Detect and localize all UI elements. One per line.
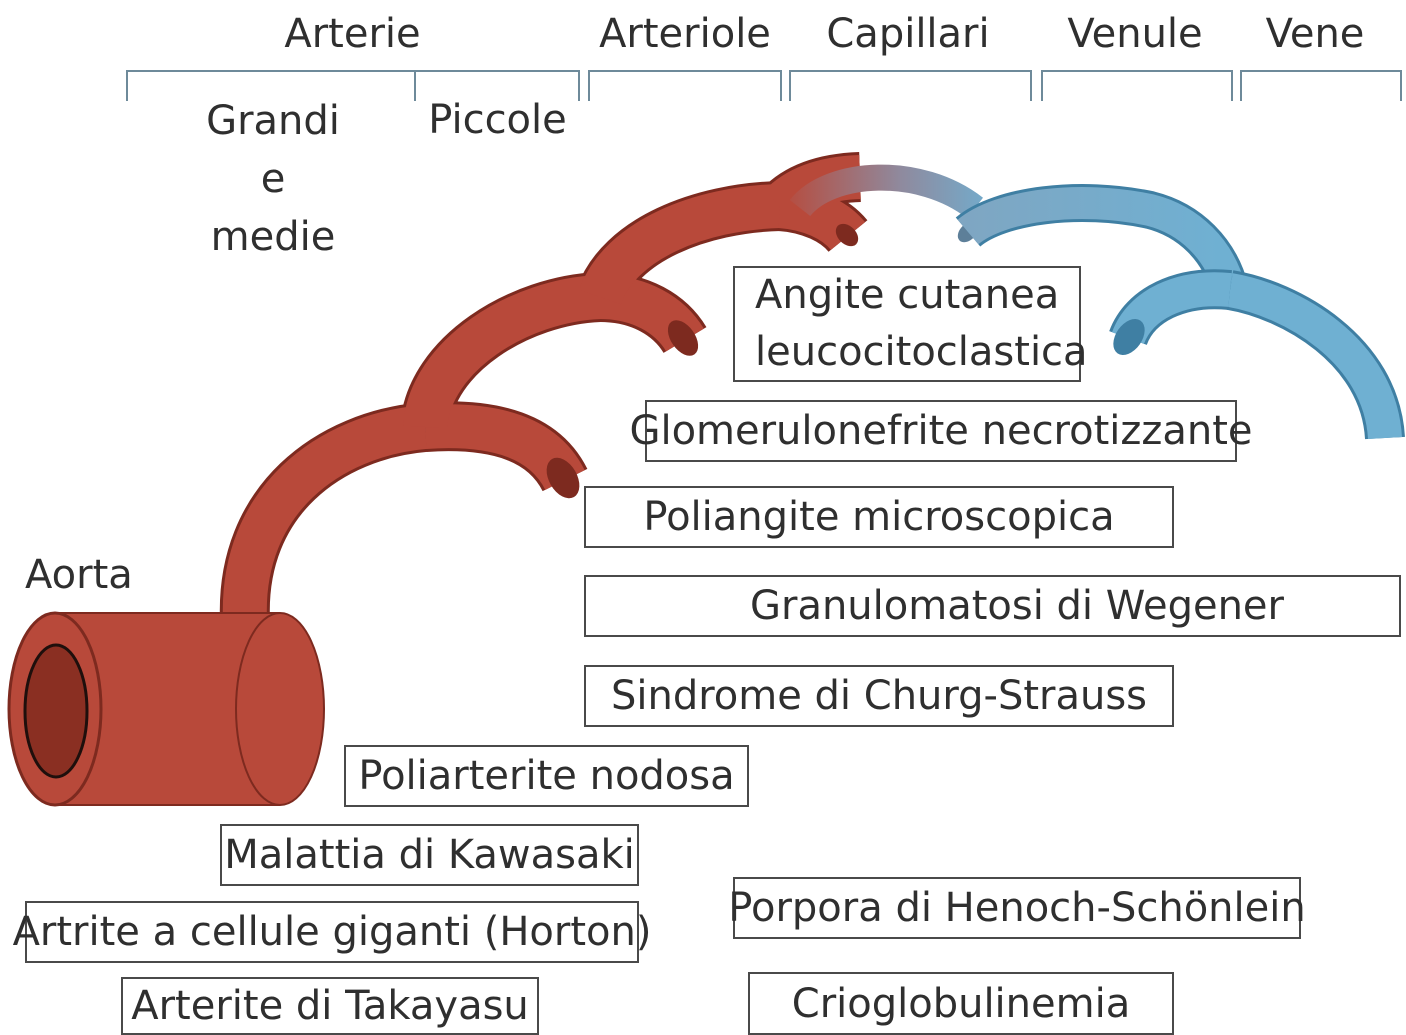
box-horton: Artrite a cellule giganti (Horton) [25,901,639,963]
box-crioglobulinemia: Crioglobulinemia [748,972,1174,1035]
artery-trunk-2 [425,297,600,427]
box-poliangite: Poliangite microscopica [584,486,1174,548]
aorta-label: Aorta [25,555,133,595]
box-henoch-schonlein: Porpora di Henoch-Schönlein [733,877,1301,939]
header-capillari: Capillari [808,14,1008,54]
grandi-line-2: e [193,150,353,208]
bracket-arteriole [589,71,781,101]
angite-line-1: Angite cutanea [755,267,1059,324]
header-vene: Vene [1245,14,1385,54]
header-arterie: Arterie [270,14,435,54]
bracket-venule [1042,71,1232,101]
aorta-back-end [236,613,324,805]
box-angite-cutanea: Angite cutanea leucocitoclastica [733,266,1081,382]
grandi-line-1: Grandi [193,92,353,150]
artery-branch-1 [425,426,565,480]
header-arteriole: Arteriole [590,14,780,54]
header-grandi-e-medie: Grandi e medie [193,92,353,266]
bracket-capillari [790,71,1031,101]
box-poliarterite: Poliarterite nodosa [344,745,749,807]
header-piccole: Piccole [420,100,575,140]
box-wegener: Granulomatosi di Wegener [584,575,1401,637]
header-venule: Venule [1045,14,1225,54]
box-churg-strauss: Sindrome di Churg-Strauss [584,665,1174,727]
aorta-lumen [25,645,87,777]
box-kawasaki: Malattia di Kawasaki [220,824,639,886]
aorta-cylinder [9,613,324,805]
grandi-line-3: medie [193,208,353,266]
box-glomerulonefrite: Glomerulonefrite necrotizzante [645,400,1237,462]
box-takayasu: Arterite di Takayasu [121,977,539,1035]
bracket-vene [1241,71,1401,101]
angite-line-2: leucocitoclastica [755,324,1088,381]
